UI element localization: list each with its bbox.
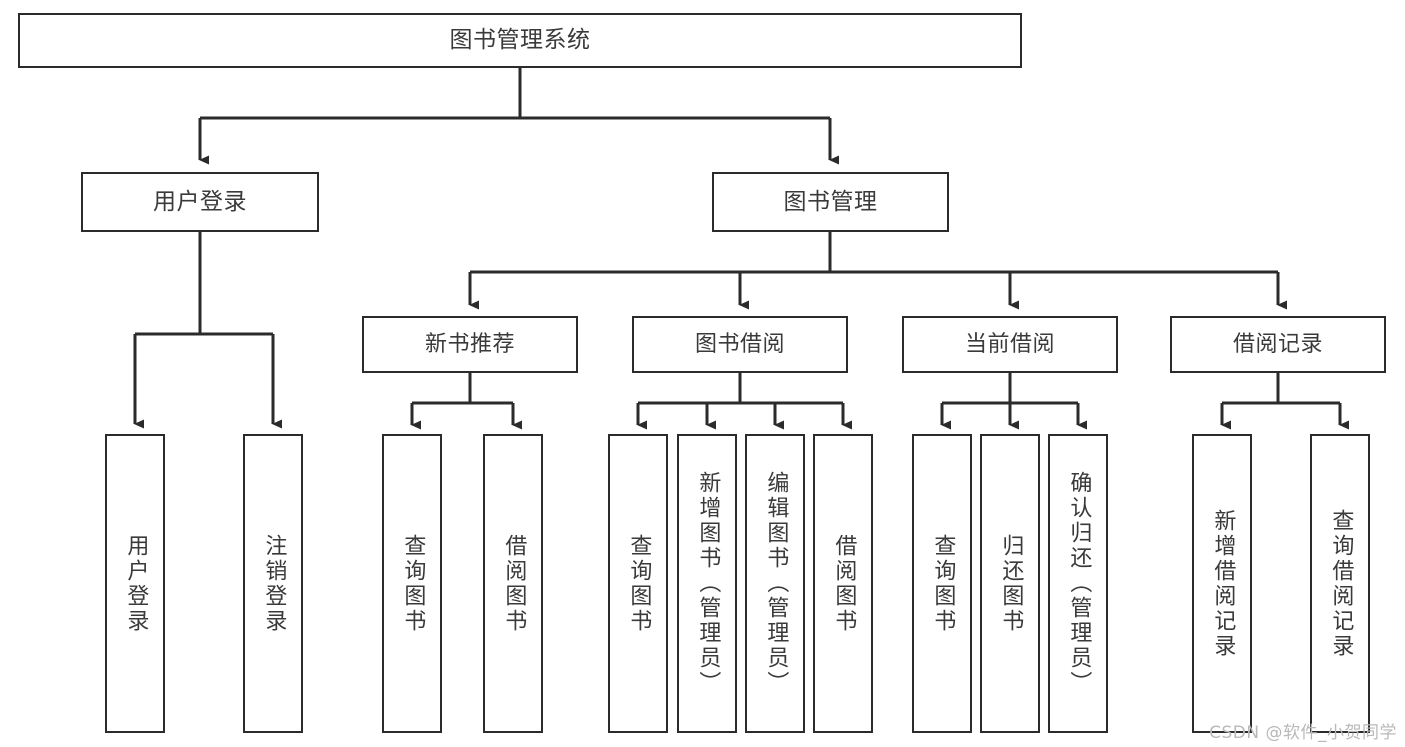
node-leaf-user-login[interactable]: 用户登录 <box>105 434 165 733</box>
node-leaf-query-book-current[interactable]: 查询图书 <box>912 434 972 733</box>
node-label: 新书推荐 <box>424 331 515 357</box>
node-leaf-query-book-recommend[interactable]: 查询图书 <box>382 434 442 733</box>
node-leaf-confirm-return-admin[interactable]: 确认归还（管理员） <box>1048 434 1108 733</box>
node-label: 借阅记录 <box>1232 331 1323 357</box>
node-leaf-logout[interactable]: 注销登录 <box>243 434 303 733</box>
node-label: 图书管理系统 <box>449 27 591 54</box>
node-label: 新增图书（管理员） <box>695 471 721 696</box>
node-leaf-borrow-book-recommend[interactable]: 借阅图书 <box>483 434 543 733</box>
node-label: 查询借阅记录 <box>1328 508 1354 659</box>
node-root-system[interactable]: 图书管理系统 <box>18 13 1022 68</box>
node-label: 图书管理 <box>783 188 878 215</box>
node-book-borrow[interactable]: 图书借阅 <box>632 316 848 373</box>
node-book-management[interactable]: 图书管理 <box>712 172 949 232</box>
node-label: 新增借阅记录 <box>1210 508 1236 659</box>
csdn-watermark: CSDN @软件_小贺同学 <box>1209 723 1397 743</box>
node-leaf-edit-book-admin[interactable]: 编辑图书（管理员） <box>745 434 805 733</box>
node-leaf-query-book-borrow[interactable]: 查询图书 <box>608 434 668 733</box>
node-leaf-add-borrow-record[interactable]: 新增借阅记录 <box>1192 434 1252 733</box>
node-label: 图书借阅 <box>694 331 785 357</box>
node-label: 编辑图书（管理员） <box>763 471 789 696</box>
node-leaf-add-book-admin[interactable]: 新增图书（管理员） <box>677 434 737 733</box>
node-user-login[interactable]: 用户登录 <box>81 172 319 232</box>
node-label: 借阅图书 <box>501 533 527 634</box>
node-label: 注销登录 <box>261 533 287 634</box>
node-label: 归还图书 <box>998 533 1024 634</box>
node-borrow-record[interactable]: 借阅记录 <box>1170 316 1386 373</box>
node-label: 确认归还（管理员） <box>1066 471 1092 696</box>
node-leaf-query-borrow-record[interactable]: 查询借阅记录 <box>1310 434 1370 733</box>
node-label: 用户登录 <box>123 533 149 634</box>
node-label: 当前借阅 <box>964 331 1055 357</box>
node-label: 查询图书 <box>930 533 956 634</box>
node-label: 查询图书 <box>400 533 426 634</box>
node-leaf-borrow-book[interactable]: 借阅图书 <box>813 434 873 733</box>
node-label: 借阅图书 <box>831 533 857 634</box>
node-current-borrow[interactable]: 当前借阅 <box>902 316 1118 373</box>
node-new-book-recommend[interactable]: 新书推荐 <box>362 316 578 373</box>
node-label: 查询图书 <box>626 533 652 634</box>
node-leaf-return-book[interactable]: 归还图书 <box>980 434 1040 733</box>
node-label: 用户登录 <box>153 188 247 215</box>
